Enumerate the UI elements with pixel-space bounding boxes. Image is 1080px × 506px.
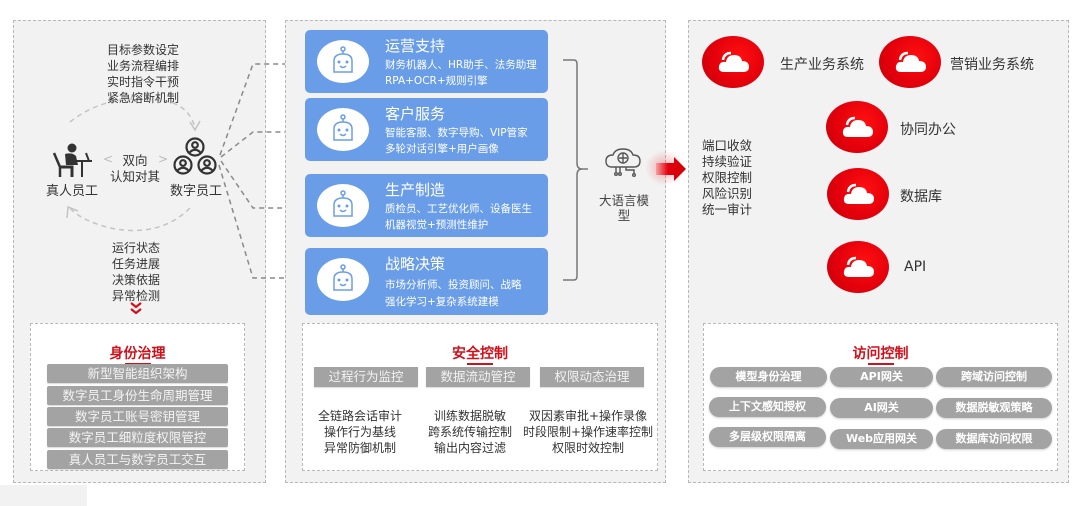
double-chevron-down-icon	[130, 302, 142, 315]
robot-icon	[333, 114, 353, 141]
gateway-feature: 统一审计	[702, 202, 753, 217]
security-column-data: 训练数据脱敏 跨系统传输控制 输出内容过滤	[427, 409, 512, 455]
interaction-loop-arrows	[66, 97, 201, 232]
card-tech: RPA+OCR+规则引擎	[385, 75, 488, 87]
robot-icon	[333, 46, 353, 73]
robot-icon	[333, 264, 353, 291]
scenario-card-strategy[interactable]: 战略决策 市场分析师、投资顾问、战略 强化学习+复杂系统建模	[305, 248, 548, 315]
human-employee-label: 真人员工	[46, 184, 99, 199]
command-item: 紧急熔断机制	[106, 91, 179, 105]
card-tech: 强化学习+复杂系统建模	[385, 296, 499, 308]
gateway-features: 端口收敛 持续验证 权限控制 风险识别 统一审计	[702, 138, 758, 218]
gateway-feature: 风险识别	[702, 186, 753, 201]
title-underline	[467, 363, 493, 365]
access-pill: 数据脱敏观策略	[936, 398, 1052, 418]
access-pill: 多层级权限隔离	[709, 427, 826, 447]
identity-item: 数字员工身份生命周期管理	[47, 386, 228, 405]
system-label: 生产业务系统	[780, 57, 864, 73]
system-production[interactable]	[702, 36, 764, 88]
feedback-item: 运行状态	[111, 241, 160, 255]
feedback-item: 决策依据	[111, 273, 160, 287]
feedback-list: 运行状态 任务进展 决策依据 异常检测	[98, 240, 174, 304]
card-roles: 智能客服、数字导购、VIP管家	[385, 127, 528, 139]
system-label: 数据库	[900, 189, 942, 205]
gateway-feature: 权限控制	[702, 170, 753, 185]
system-marketing[interactable]	[879, 36, 941, 88]
security-tag: 过程行为监控	[314, 367, 418, 387]
card-title: 客户服务	[385, 105, 446, 123]
llm-label: 大语言模 型	[598, 193, 649, 223]
title-underline	[867, 363, 894, 365]
feedback-item: 任务进展	[111, 257, 160, 271]
system-label: API	[904, 259, 927, 275]
command-item: 实时指令干预	[106, 75, 179, 89]
identity-item: 新型智能组织架构	[47, 364, 228, 383]
bracket	[563, 59, 588, 281]
identity-governance-title: 身份治理	[109, 346, 166, 362]
system-api[interactable]	[827, 241, 889, 293]
card-roles: 财务机器人、HR助手、法务助理	[385, 59, 537, 71]
access-pill: 数据库访问权限	[936, 429, 1052, 449]
card-title: 战略决策	[385, 255, 446, 273]
security-control-box: 安全控制	[302, 323, 658, 471]
scenario-card-operations[interactable]: 运营支持 财务机器人、HR助手、法务助理 RPA+OCR+规则引擎	[305, 30, 548, 93]
left-arrow-icon: <	[103, 152, 114, 166]
system-label: 营销业务系统	[950, 57, 1034, 73]
access-control-title: 访问控制	[852, 346, 909, 362]
robot-icon-bg	[317, 258, 369, 301]
robot-icon-bg	[317, 40, 369, 83]
command-item: 目标参数设定	[106, 43, 179, 57]
command-item: 业务流程编排	[106, 59, 179, 73]
access-pill: 跨域访问控制	[936, 367, 1052, 387]
scenario-card-manufacturing[interactable]: 生产制造 质检员、工艺优化师、设备医生 机器视觉+预测性维护	[305, 174, 548, 237]
gateway-feature: 端口收敛	[702, 138, 753, 153]
system-database[interactable]	[827, 168, 889, 220]
gateway-feature: 持续验证	[702, 154, 753, 169]
robot-icon-bg	[317, 184, 369, 227]
cloud-icon	[895, 51, 926, 72]
card-title: 运营支持	[385, 37, 446, 55]
brain-cloud-icon	[605, 148, 641, 177]
access-pill: AI网关	[830, 398, 933, 418]
robot-icon	[333, 190, 353, 217]
robot-icon-bg	[317, 108, 369, 151]
access-pill: 上下文感知授权	[709, 397, 826, 417]
cloud-icon	[843, 256, 874, 277]
cloud-icon	[842, 116, 873, 137]
security-column-permission: 双因素审批+操作录像 时段限制+操作速率控制 权限时效控制	[522, 409, 654, 455]
alignment-label: 双向 认知对其	[109, 153, 160, 184]
card-title: 生产制造	[385, 181, 446, 199]
system-collaboration[interactable]	[826, 101, 888, 153]
person-at-desk-icon	[52, 143, 92, 177]
security-column-process: 全链路会话审计 操作行为基线 异常防御机制	[317, 409, 402, 455]
right-arrow-icon: >	[158, 152, 169, 166]
digital-employee-label: 数字员工	[170, 184, 223, 199]
access-pill: API网关	[830, 367, 933, 387]
red-arrow-icon	[656, 157, 686, 181]
card-tech: 机器视觉+预测性维护	[385, 219, 489, 231]
card-roles: 市场分析师、投资顾问、战略	[385, 279, 522, 291]
access-pill: Web应用网关	[830, 429, 933, 449]
identity-item: 数字员工账号密钥管理	[47, 407, 228, 426]
identity-item: 真人员工与数字员工交互	[47, 450, 228, 469]
security-tag: 权限动态治理	[540, 367, 644, 387]
card-roles: 质检员、工艺优化师、设备医生	[385, 203, 532, 215]
command-list: 目标参数设定 业务流程编排 实时指令干预 紧急熔断机制	[95, 42, 191, 106]
cloud-icon	[718, 51, 749, 72]
security-control-title: 安全控制	[452, 346, 508, 362]
cloud-icon	[843, 183, 874, 204]
bottom-left-block	[0, 485, 87, 506]
feedback-item: 异常检测	[111, 289, 160, 303]
identity-item: 数字员工细粒度权限管控	[47, 428, 228, 447]
user-group-icon	[173, 137, 217, 175]
card-tech: 多轮对话引擎+用户画像	[385, 143, 499, 155]
scenario-card-customer-service[interactable]: 客户服务 智能客服、数字导购、VIP管家 多轮对话引擎+用户画像	[305, 98, 548, 161]
security-tag: 数据流动管控	[426, 367, 530, 387]
access-pill: 模型身份治理	[710, 367, 827, 387]
system-label: 协同办公	[900, 122, 956, 138]
